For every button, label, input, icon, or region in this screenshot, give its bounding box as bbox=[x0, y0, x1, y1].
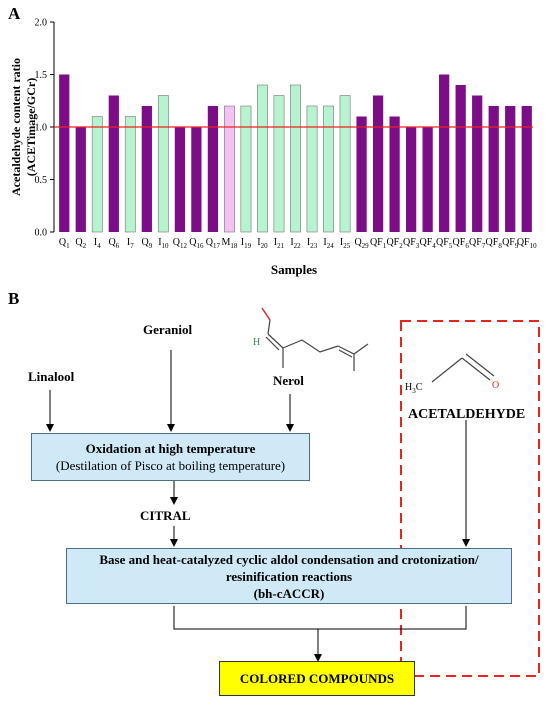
acetaldehyde-h3c: H3C bbox=[405, 382, 423, 395]
bar bbox=[389, 116, 400, 232]
reaction-line2: resinification reactions bbox=[225, 569, 353, 584]
x-tick-label: I4 bbox=[94, 237, 101, 250]
bar bbox=[505, 106, 516, 232]
x-tick-label: Q16 bbox=[189, 237, 204, 250]
bar bbox=[141, 106, 152, 232]
x-tick-label: QF7 bbox=[469, 237, 486, 250]
x-tick-label: QF1 bbox=[370, 237, 387, 250]
y-axis-label-line2: (ACETimage/GCr) bbox=[24, 78, 38, 176]
y-tick-label: 0.5 bbox=[35, 175, 48, 186]
x-axis-label: Samples bbox=[271, 262, 317, 277]
panel-b-label: B bbox=[8, 289, 20, 308]
bar bbox=[91, 116, 103, 233]
bar bbox=[257, 84, 268, 233]
reaction-line3: (bh-cACCR) bbox=[253, 586, 325, 601]
bar bbox=[207, 106, 219, 232]
y-tick-label: 1.5 bbox=[35, 70, 48, 81]
bar bbox=[191, 127, 202, 232]
oxidation-title: Oxidation at high temperature bbox=[85, 441, 256, 456]
linalool-label: Linalool bbox=[28, 369, 75, 384]
flow-diagram-connectors: H H3C O bbox=[46, 307, 540, 677]
nerol-h-atom: H bbox=[253, 337, 260, 348]
bar bbox=[174, 127, 185, 232]
bar bbox=[339, 95, 351, 233]
bar bbox=[356, 116, 367, 232]
bar bbox=[59, 74, 70, 232]
x-tick-label: QF3 bbox=[403, 237, 420, 250]
y-axis-label-line1: Acetaldehyde content ratio bbox=[9, 58, 23, 196]
x-tick-label: Q1 bbox=[59, 237, 70, 250]
nerol-label: Nerol bbox=[273, 373, 304, 388]
x-tick-label: I7 bbox=[127, 237, 134, 250]
x-tick-label: Q17 bbox=[206, 237, 221, 250]
nerol-structure bbox=[261, 307, 369, 371]
bar bbox=[290, 84, 301, 233]
bar bbox=[488, 106, 499, 232]
x-tick-label: I23 bbox=[307, 237, 318, 250]
y-tick-label: 0.0 bbox=[35, 228, 48, 239]
merge-bracket bbox=[173, 606, 467, 630]
bar bbox=[75, 127, 86, 232]
bar bbox=[372, 95, 384, 232]
x-tick-label: Q29 bbox=[354, 237, 369, 250]
bar bbox=[521, 106, 532, 232]
x-tick-label: Q6 bbox=[108, 237, 119, 250]
x-tick-label: I22 bbox=[290, 237, 301, 250]
x-tick-label: I21 bbox=[274, 237, 285, 250]
bar bbox=[422, 127, 433, 232]
x-tick-label: Q12 bbox=[173, 237, 188, 250]
panel-a-label: A bbox=[8, 4, 21, 23]
x-tick-label: QF9 bbox=[502, 237, 519, 250]
acetaldehyde-dashed-box bbox=[400, 320, 540, 677]
bar bbox=[455, 85, 466, 232]
bar bbox=[439, 74, 450, 232]
acetaldehyde-structure bbox=[431, 353, 495, 383]
bar bbox=[323, 105, 334, 233]
x-tick-label: QF10 bbox=[517, 237, 537, 250]
bar bbox=[124, 116, 136, 233]
x-tick-label: I19 bbox=[241, 237, 252, 250]
x-tick-label: I10 bbox=[158, 237, 169, 250]
oxidation-subtitle: (Destilation of Pisco at boiling tempera… bbox=[55, 458, 286, 473]
x-tick-label: QF2 bbox=[386, 237, 403, 250]
x-tick-label: QF8 bbox=[486, 237, 503, 250]
bar bbox=[108, 95, 119, 232]
x-tick-label: QF5 bbox=[436, 237, 453, 250]
bar bbox=[472, 95, 483, 232]
acetaldehyde-o-atom: O bbox=[492, 380, 499, 391]
reaction-line1: Base and heat-catalyzed cyclic aldol con… bbox=[99, 552, 479, 567]
colored-compounds-box: COLORED COMPOUNDS bbox=[219, 661, 415, 696]
bar bbox=[240, 105, 252, 233]
bar bbox=[224, 105, 235, 233]
bar bbox=[406, 127, 417, 232]
x-tick-label: QF4 bbox=[419, 237, 436, 250]
bar bbox=[306, 105, 318, 233]
bar bbox=[273, 95, 285, 233]
oxidation-box: Oxidation at high temperature (Destilati… bbox=[31, 433, 310, 481]
x-tick-label: I25 bbox=[340, 237, 351, 250]
citral-label: CITRAL bbox=[140, 508, 191, 523]
acetaldehyde-label: ACETALDEHYDE bbox=[408, 407, 526, 422]
x-tick-label: Q9 bbox=[141, 237, 152, 250]
geraniol-label: Geraniol bbox=[143, 322, 193, 337]
y-tick-label: 2.0 bbox=[35, 18, 48, 29]
bar bbox=[157, 95, 169, 233]
x-tick-label: Q2 bbox=[75, 237, 86, 250]
x-tick-label: M18 bbox=[221, 237, 237, 250]
x-tick-label: QF6 bbox=[453, 237, 470, 250]
x-tick-label: I20 bbox=[257, 237, 268, 250]
y-tick-label: 1.0 bbox=[35, 123, 48, 134]
x-tick-label: I24 bbox=[323, 237, 334, 250]
reaction-box: Base and heat-catalyzed cyclic aldol con… bbox=[66, 548, 512, 604]
